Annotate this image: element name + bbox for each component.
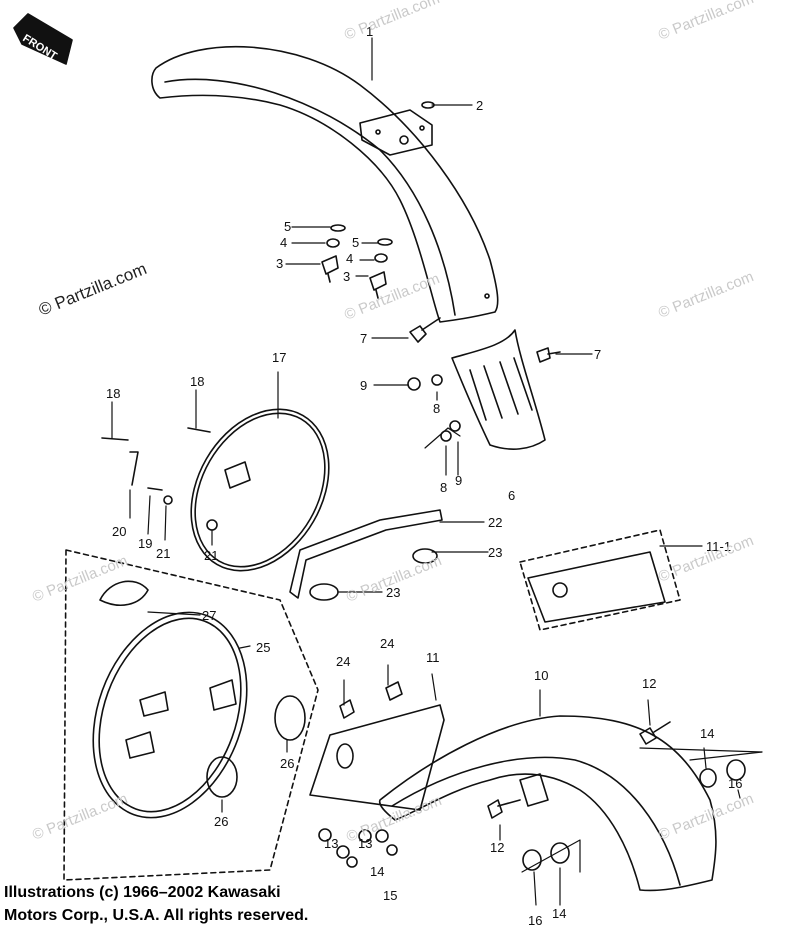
callout-19: 19 xyxy=(138,536,152,551)
callout-20: 20 xyxy=(112,524,126,539)
callout-18: 18 xyxy=(106,386,120,401)
callout-4: 4 xyxy=(280,235,287,250)
callout-12: 12 xyxy=(490,840,504,855)
callout-9: 9 xyxy=(360,378,367,393)
leader-lines xyxy=(111,37,763,906)
callout-12: 12 xyxy=(642,676,656,691)
callout-21: 21 xyxy=(156,546,170,561)
callout-13: 13 xyxy=(324,836,338,851)
callout-3: 3 xyxy=(343,269,350,284)
headlight-housing xyxy=(63,549,319,881)
callout-16: 16 xyxy=(728,776,742,791)
license-plate-box xyxy=(519,529,681,631)
callout-1: 1 xyxy=(366,24,373,39)
callout-22: 22 xyxy=(488,515,502,530)
callout-16: 16 xyxy=(528,913,542,928)
copyright-line-1: Illustrations (c) 1966–2002 Kawasaki xyxy=(4,884,281,901)
fender-hardware xyxy=(321,101,561,363)
callout-5: 5 xyxy=(352,235,359,250)
front-fender xyxy=(151,45,499,323)
callout-24: 24 xyxy=(336,654,350,669)
callout-6: 6 xyxy=(508,488,515,503)
callout-25: 25 xyxy=(256,640,270,655)
rear-fender xyxy=(309,681,746,892)
callout-21: 21 xyxy=(204,548,218,563)
backing-plate xyxy=(101,408,330,572)
callout-5: 5 xyxy=(284,219,291,234)
callout-24: 24 xyxy=(380,636,394,651)
callout-27: 27 xyxy=(202,608,216,623)
callout-4: 4 xyxy=(346,251,353,266)
callout-14: 14 xyxy=(700,726,714,741)
callout-23: 23 xyxy=(488,545,502,560)
callout-15: 15 xyxy=(383,888,397,903)
copyright-line-2: Motors Corp., U.S.A. All rights reserved… xyxy=(4,907,309,924)
callout-8: 8 xyxy=(440,480,447,495)
callout-2: 2 xyxy=(476,98,483,113)
callout-14: 14 xyxy=(552,906,566,921)
callout-3: 3 xyxy=(276,256,283,271)
callout-10: 10 xyxy=(534,668,548,683)
callout-14: 14 xyxy=(370,864,384,879)
callout-7: 7 xyxy=(360,331,367,346)
callout-11: 11 xyxy=(426,650,440,665)
callout-13: 13 xyxy=(358,836,372,851)
callout-7: 7 xyxy=(594,347,601,362)
callout-9: 9 xyxy=(455,473,462,488)
mud-flap xyxy=(407,329,546,450)
callout-18: 18 xyxy=(190,374,204,389)
front-arrow-icon xyxy=(13,13,73,65)
callout-8: 8 xyxy=(433,401,440,416)
callout-17: 17 xyxy=(272,350,286,365)
callout-26: 26 xyxy=(214,814,228,829)
callout-11-1: 11-1 xyxy=(706,539,731,554)
bracket xyxy=(289,509,443,601)
callout-23: 23 xyxy=(386,585,400,600)
callout-26: 26 xyxy=(280,756,294,771)
